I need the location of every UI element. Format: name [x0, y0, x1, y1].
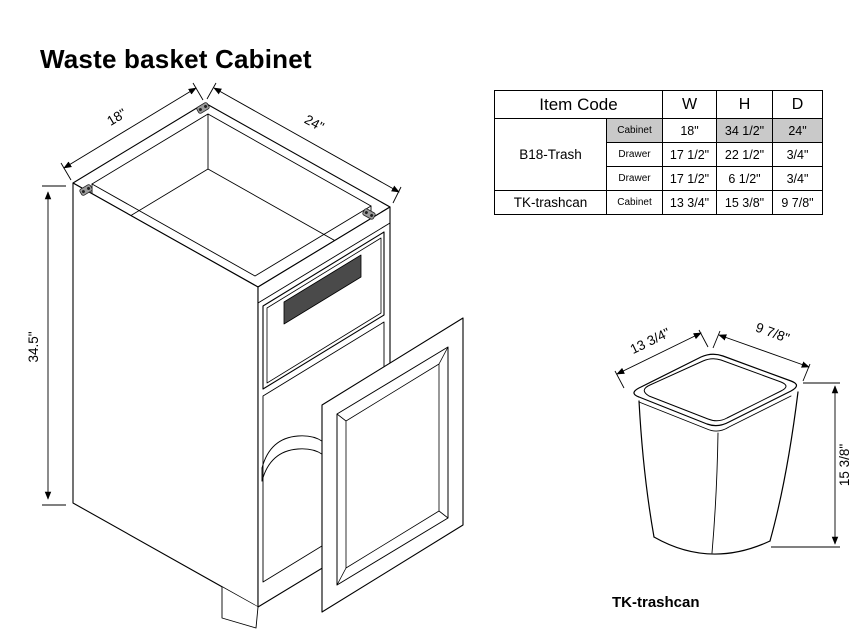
cabinet-width-dimension-label: 18"	[104, 106, 129, 129]
hinge-bracket-icon	[79, 184, 93, 196]
value-w: 17 1/2"	[662, 166, 717, 191]
value-h: 22 1/2"	[716, 142, 773, 167]
value-d: 3/4"	[772, 142, 823, 167]
trashcan-dimensions	[614, 329, 840, 548]
value-h: 6 1/2"	[716, 166, 773, 191]
part-label: Drawer	[606, 166, 663, 191]
value-d: 3/4"	[772, 166, 823, 191]
trashcan-body	[633, 353, 799, 555]
part-label: Drawer	[606, 142, 663, 167]
spec-table: Item Code W H D B18-Trash Cabinet 18" 34…	[494, 90, 823, 215]
hinge-bracket-icon	[362, 208, 376, 220]
page-title: Waste basket Cabinet	[40, 44, 312, 74]
cabinet-height-dimension-label: 34.5"	[26, 331, 41, 362]
value-w: 13 3/4"	[662, 190, 717, 215]
value-h: 15 3/8"	[716, 190, 773, 215]
value-d: 9 7/8"	[772, 190, 823, 215]
table-row: TK-trashcan Cabinet 13 3/4" 15 3/8" 9 7/…	[494, 190, 823, 215]
drawer-handle-slot	[283, 254, 362, 325]
hinge-bracket-icons	[79, 102, 376, 220]
table-row: B18-Trash Cabinet 18" 34 1/2" 24"	[494, 118, 823, 191]
value-w: 18"	[662, 118, 717, 143]
trashcan-depth-dimension-label: 9 7/8"	[754, 320, 792, 346]
item-code-b18-trash: B18-Trash	[494, 118, 607, 191]
header-item-code: Item Code	[494, 90, 663, 119]
cabinet-dimensions	[42, 82, 402, 506]
value-w: 17 1/2"	[662, 142, 717, 167]
trashcan-caption: TK-trashcan	[612, 594, 700, 611]
item-code-tk-trashcan: TK-trashcan	[494, 190, 607, 215]
table-header-row: Item Code W H D	[494, 90, 823, 119]
value-d: 24"	[772, 118, 823, 143]
hinge-bracket-icon	[196, 102, 210, 114]
header-w: W	[662, 90, 717, 119]
toe-kick	[221, 587, 259, 629]
cabinet-side-panel	[72, 182, 259, 629]
trashcan-drawing: 13 3/4" 9 7/8" 15 3/8"	[614, 320, 852, 555]
trashcan-width-dimension-label: 13 3/4"	[628, 325, 673, 357]
part-label: Cabinet	[606, 118, 663, 143]
cabinet-depth-dimension-label: 24"	[302, 112, 327, 135]
cabinet-drawing: 18" 24" 34.5"	[26, 82, 464, 629]
trashcan-height-dimension-label: 15 3/8"	[837, 444, 852, 487]
value-h: 34 1/2"	[716, 118, 773, 143]
header-h: H	[716, 90, 773, 119]
door-panel	[321, 317, 464, 613]
header-d: D	[772, 90, 823, 119]
part-label: Cabinet	[606, 190, 663, 215]
drawer-front	[262, 231, 385, 390]
